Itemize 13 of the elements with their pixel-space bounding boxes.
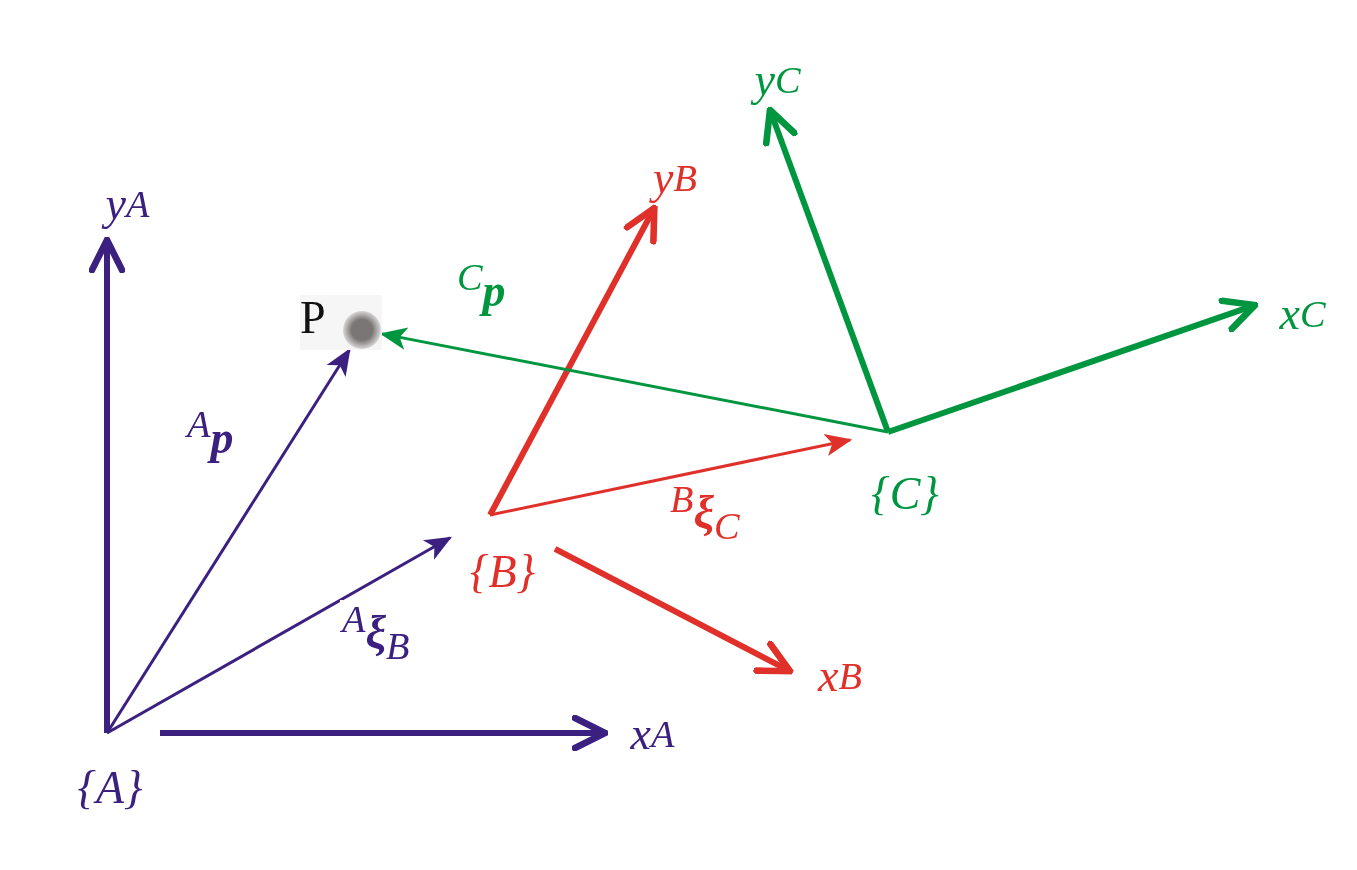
point-box (300, 295, 382, 350)
axis-arrow (487, 204, 658, 517)
frame-label: {A} (60, 733, 160, 811)
point-label: P (300, 295, 326, 341)
axis-arrow (160, 714, 609, 752)
frame-label: {B} (450, 515, 555, 595)
axis-arrow (88, 236, 126, 733)
vector-arrow (105, 348, 351, 734)
axis-arrow (553, 546, 794, 675)
frame-label: {C} (850, 432, 960, 517)
vector-arrow (489, 433, 853, 517)
axis-arrow (887, 297, 1259, 435)
vector-arrow (106, 536, 452, 735)
